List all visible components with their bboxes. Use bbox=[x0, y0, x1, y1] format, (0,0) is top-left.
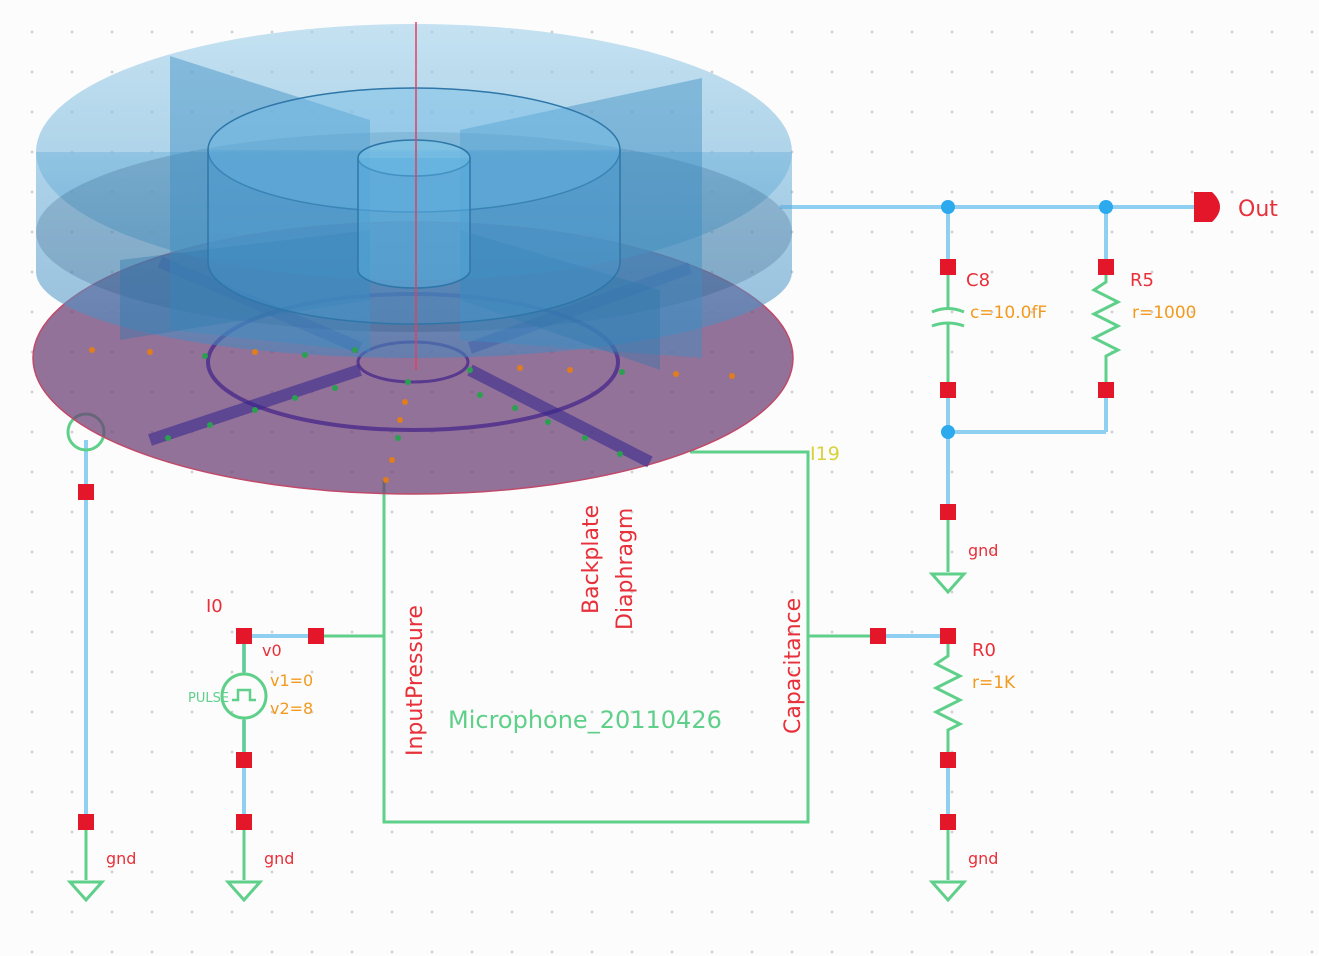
block-pin-label-capacitance: Capacitance bbox=[781, 598, 806, 734]
ground-icon bbox=[224, 880, 264, 903]
pin[interactable] bbox=[236, 752, 252, 768]
source-param-v1: v1=0 bbox=[270, 671, 313, 690]
net-node bbox=[941, 200, 955, 214]
microphone-block-outline[interactable] bbox=[382, 450, 810, 824]
pin[interactable] bbox=[78, 484, 94, 500]
source-symbol-text: PULSE bbox=[188, 691, 229, 706]
pin[interactable] bbox=[870, 628, 886, 644]
backplate-wall bbox=[460, 78, 702, 358]
ground-icon bbox=[66, 880, 106, 903]
ground-label: gnd bbox=[968, 541, 998, 560]
wires bbox=[84, 205, 1195, 822]
net-node bbox=[1099, 200, 1113, 214]
diaphragm-arm bbox=[467, 364, 653, 468]
net-node bbox=[941, 425, 955, 439]
capacitor-param: c=10.0fF bbox=[970, 303, 1047, 323]
resistor-r0-name: R0 bbox=[972, 640, 996, 661]
resistor-r5-name: R5 bbox=[1130, 270, 1154, 291]
pin[interactable] bbox=[308, 628, 324, 644]
ground-icon bbox=[928, 572, 968, 595]
r5-zigzag[interactable] bbox=[1090, 267, 1122, 390]
pin[interactable] bbox=[940, 382, 956, 398]
pin[interactable] bbox=[940, 504, 956, 520]
microphone-3d-model[interactable] bbox=[32, 22, 794, 495]
output-pin-icon[interactable] bbox=[1194, 192, 1220, 222]
pin[interactable] bbox=[1098, 382, 1114, 398]
source-i0[interactable] bbox=[220, 672, 268, 720]
pin[interactable] bbox=[940, 814, 956, 830]
pin[interactable] bbox=[236, 628, 252, 644]
ground-icon bbox=[928, 880, 968, 903]
r0-zigzag[interactable] bbox=[932, 636, 964, 760]
ground-label: gnd bbox=[264, 849, 294, 868]
output-pin-label: Out bbox=[1238, 197, 1278, 222]
source-param-v2: v2=8 bbox=[270, 699, 313, 718]
resistor-r0-param: r=1K bbox=[972, 673, 1016, 693]
source-i0-wave-icon bbox=[232, 688, 256, 702]
block-pin-label-inputpressure: InputPressure bbox=[403, 605, 428, 756]
pin[interactable] bbox=[940, 259, 956, 275]
source-node-label: v0 bbox=[262, 641, 282, 660]
symbol-lines bbox=[66, 267, 1122, 880]
pin[interactable] bbox=[940, 752, 956, 768]
diaphragm-arm bbox=[148, 364, 362, 446]
ground-label: gnd bbox=[968, 849, 998, 868]
backplate-wall bbox=[120, 230, 370, 340]
pin[interactable] bbox=[940, 628, 956, 644]
block-pin-label-diaphragm: Diaphragm bbox=[613, 508, 638, 630]
ground-label: gnd bbox=[106, 849, 136, 868]
center-post-side bbox=[357, 158, 471, 289]
source-i0-circle bbox=[220, 672, 268, 720]
block-name-label: Microphone_20110426 bbox=[448, 706, 722, 734]
c8-plate-top bbox=[931, 307, 965, 314]
c8-plate-bottom bbox=[931, 321, 965, 328]
pin[interactable] bbox=[1098, 259, 1114, 275]
pin[interactable] bbox=[78, 814, 94, 830]
net-nodes bbox=[941, 200, 1113, 439]
block-pin-label-backplate: Backplate bbox=[579, 505, 604, 614]
backplate-wall bbox=[460, 230, 660, 370]
ground-symbols bbox=[66, 572, 968, 903]
mesh-dots bbox=[89, 347, 735, 483]
block-instance-label: I19 bbox=[810, 443, 840, 465]
pins bbox=[78, 259, 1114, 830]
source-name: I0 bbox=[206, 596, 223, 617]
resistor-r5-param: r=1000 bbox=[1132, 303, 1197, 323]
capacitor-name: C8 bbox=[966, 270, 990, 291]
pin[interactable] bbox=[236, 814, 252, 830]
